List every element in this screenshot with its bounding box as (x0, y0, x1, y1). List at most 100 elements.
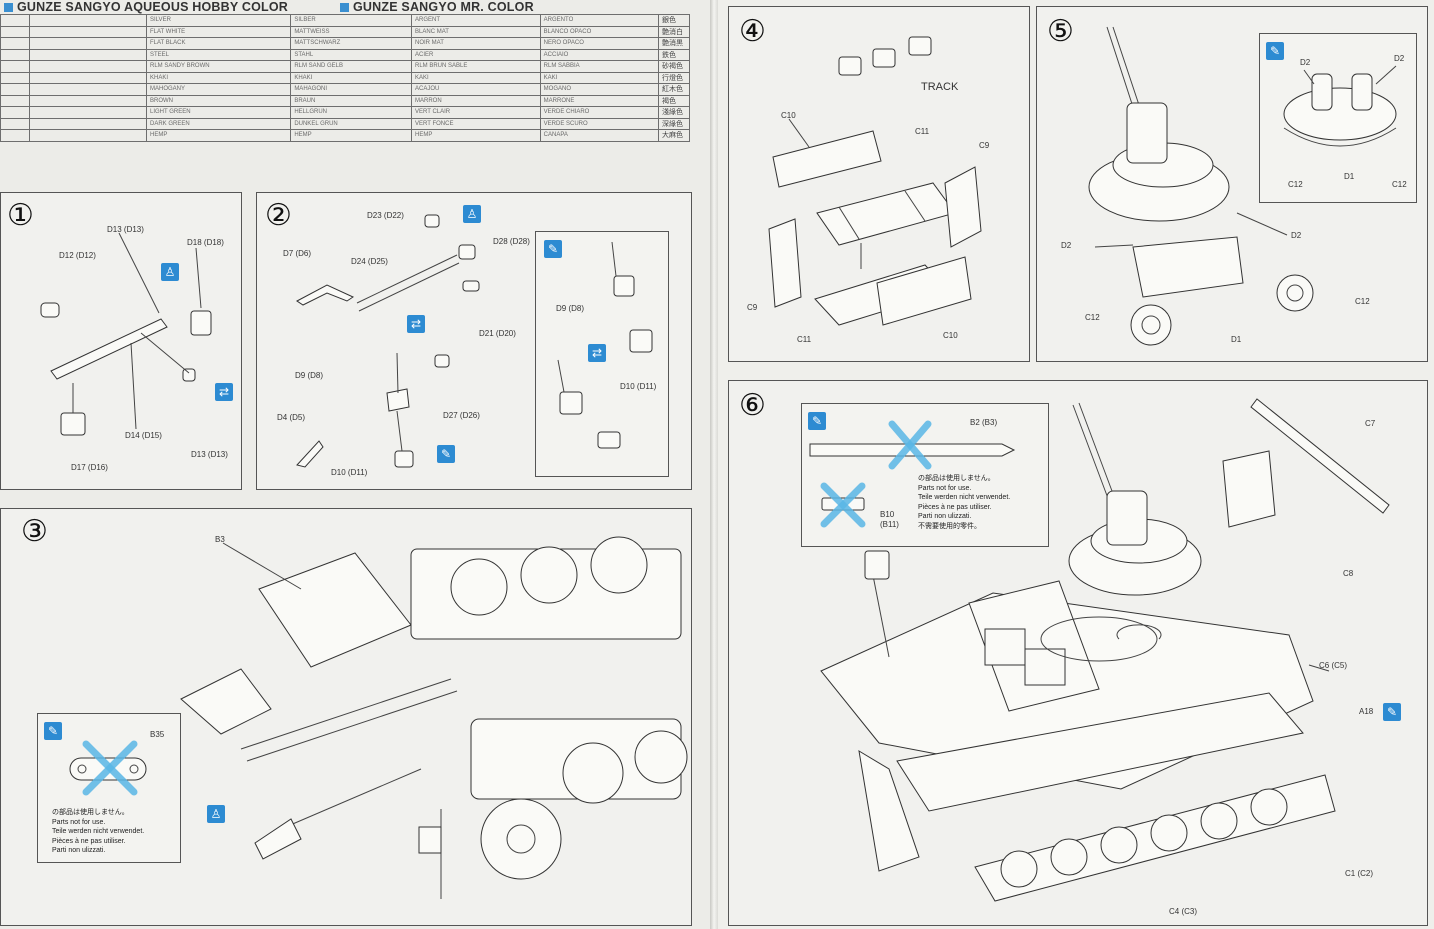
color-table-cell: VERT CLAIR (411, 106, 541, 119)
part-label: D10 (D11) (620, 382, 657, 391)
color-code-cell (0, 83, 30, 96)
part-label: D14 (D15) (125, 431, 162, 440)
color-table-cell: 艶消白 (658, 25, 690, 38)
paint-brush-icon: ✎ (437, 445, 455, 463)
part-label: (B11) (880, 520, 899, 529)
square-icon (340, 3, 349, 12)
part-label: B35 (150, 730, 165, 739)
part-label: C6 (C5) (1319, 661, 1348, 670)
color-table-cell: CANAPA (539, 129, 660, 142)
step-6-drawing (820, 398, 1390, 902)
step-number: ② (265, 198, 292, 233)
color-table-cell: VERDE CHIARO (539, 106, 660, 119)
part-label: C8 (1343, 569, 1354, 578)
track-label: TRACK (921, 81, 959, 93)
step-5-panel: ⑤ D2 D2 C12 C12 D1 ✎ D2 D2 C12 D1 C12 (1036, 6, 1428, 362)
color-table-cell: 褐色 (658, 94, 690, 107)
color-table-cell: DUNKEL GRUN (290, 117, 413, 130)
color-table-cell: MARRONE (539, 94, 660, 107)
unused-part-drawing (69, 740, 147, 796)
color-table-cell: MARRON (411, 94, 541, 107)
part-label: D17 (D16) (71, 463, 108, 472)
rotate-icon: ⇄ (588, 344, 606, 362)
square-icon (4, 3, 13, 12)
step-number: ③ (21, 514, 48, 549)
step-6-panel: ⑥ C7 C8 C6 (C5) A18 ✎ C1 (C2) C4 (C3) (728, 380, 1428, 926)
part-label: C11 (915, 127, 930, 136)
color-table-cell: KHAKI (145, 71, 292, 84)
rotate-icon: ⇄ (407, 315, 425, 333)
color-table-cell: HEMP (411, 129, 541, 142)
color-name-cell (29, 37, 147, 50)
color-table-cell: MAHOGANY (145, 83, 292, 96)
page-gutter (710, 0, 720, 929)
step-2-paint-inset: ✎ ⇄ D9 (D8) D10 (D11) (535, 231, 669, 477)
color-name-cell (29, 48, 147, 61)
color-table-cell: 紅木色 (658, 83, 690, 96)
glue-icon: ♙ (207, 805, 225, 823)
part-label: B10 (880, 510, 895, 519)
color-table-cell: 大麻色 (658, 129, 690, 142)
part-label: D27 (D26) (443, 411, 480, 420)
step-2-drawing (296, 214, 480, 468)
step-1-panel: ① ♙ ⇄ D13 (D13) D12 (D12) D18 (D18) D14 … (0, 192, 242, 490)
color-table-cell: 艶消黒 (658, 37, 690, 50)
color-name-cell (29, 25, 147, 38)
color-name-cell (29, 60, 147, 73)
part-label: D9 (D8) (295, 371, 324, 380)
color-table-cell: ACAJOU (411, 83, 541, 96)
parts-not-for-use-note: の部品は使用しません。 Parts not for use. Teile wer… (52, 809, 145, 854)
color-code-cell (0, 94, 30, 107)
color-table-cell: 銀色 (658, 14, 690, 27)
step-5-drawing (1088, 26, 1314, 346)
color-table-cell: RLM SAND GELB (290, 60, 413, 73)
part-label: D2 (1291, 231, 1302, 240)
color-name-cell (29, 106, 147, 119)
parts-not-for-use-note: の部品は使用しません。 Parts not for use. Teile wer… (918, 475, 1011, 530)
unused-part-drawing (809, 420, 1016, 528)
color-table-cell: 鉄色 (658, 48, 690, 61)
part-label: D4 (D5) (277, 413, 306, 422)
color-table-cell: 砂褐色 (658, 60, 690, 73)
color-code-cell (0, 14, 30, 27)
color-code-cell (0, 129, 30, 142)
step-2-panel: ② ♙ ⇄ ✎ D23 (D22) D28 (D28) D7 (D6) D24 … (256, 192, 692, 490)
aqueous-color-header: GUNZE SANGYO AQUEOUS HOBBY COLOR (4, 0, 288, 14)
color-table-cell: RLM SABBIA (539, 60, 660, 73)
part-label: D10 (D11) (331, 468, 368, 477)
color-table-cell: 淺綠色 (658, 106, 690, 119)
step-4-drawing (768, 36, 982, 326)
step-5-paint-inset: ✎ D2 D2 C12 D1 C12 (1259, 33, 1417, 203)
color-table-cell: VERT FONCE (411, 117, 541, 130)
part-label: C11 (797, 335, 812, 344)
color-table-cell: ARGENTO (539, 14, 660, 27)
step-6-unused-parts-inset: ✎ B2 (B3) B10 (B11) の部品は使用しません。 Parts no… (801, 403, 1049, 547)
color-table-cell: VERDE SCURO (539, 117, 660, 130)
inset-drawing (1283, 65, 1397, 147)
color-code-cell (0, 37, 30, 50)
right-page: ④ TRACK C10 C11 C9 C9 C11 C10 ⑤ D2 D2 C1… (718, 0, 1434, 929)
color-table-cell: ACCIAIO (539, 48, 660, 61)
step-4-panel: ④ TRACK C10 C11 C9 C9 C11 C10 (728, 6, 1030, 362)
part-label: D13 (D13) (107, 225, 144, 234)
part-label: B2 (B3) (970, 418, 998, 427)
part-label: A18 (1359, 707, 1374, 716)
color-name-cell (29, 14, 147, 27)
color-name-cell (29, 94, 147, 107)
color-table-cell: MATTSCHWARZ (290, 37, 413, 50)
part-label: C12 (1085, 313, 1100, 322)
color-table-cell: STAHL (290, 48, 413, 61)
color-table-cell: ARGENT (411, 14, 541, 27)
rotate-icon: ⇄ (215, 383, 233, 401)
paint-brush-icon: ✎ (808, 412, 826, 430)
color-table-cell: 深綠色 (658, 117, 690, 130)
step-1-drawing (40, 232, 212, 436)
part-label: C12 (1355, 297, 1370, 306)
part-label: C12 (1288, 180, 1303, 189)
